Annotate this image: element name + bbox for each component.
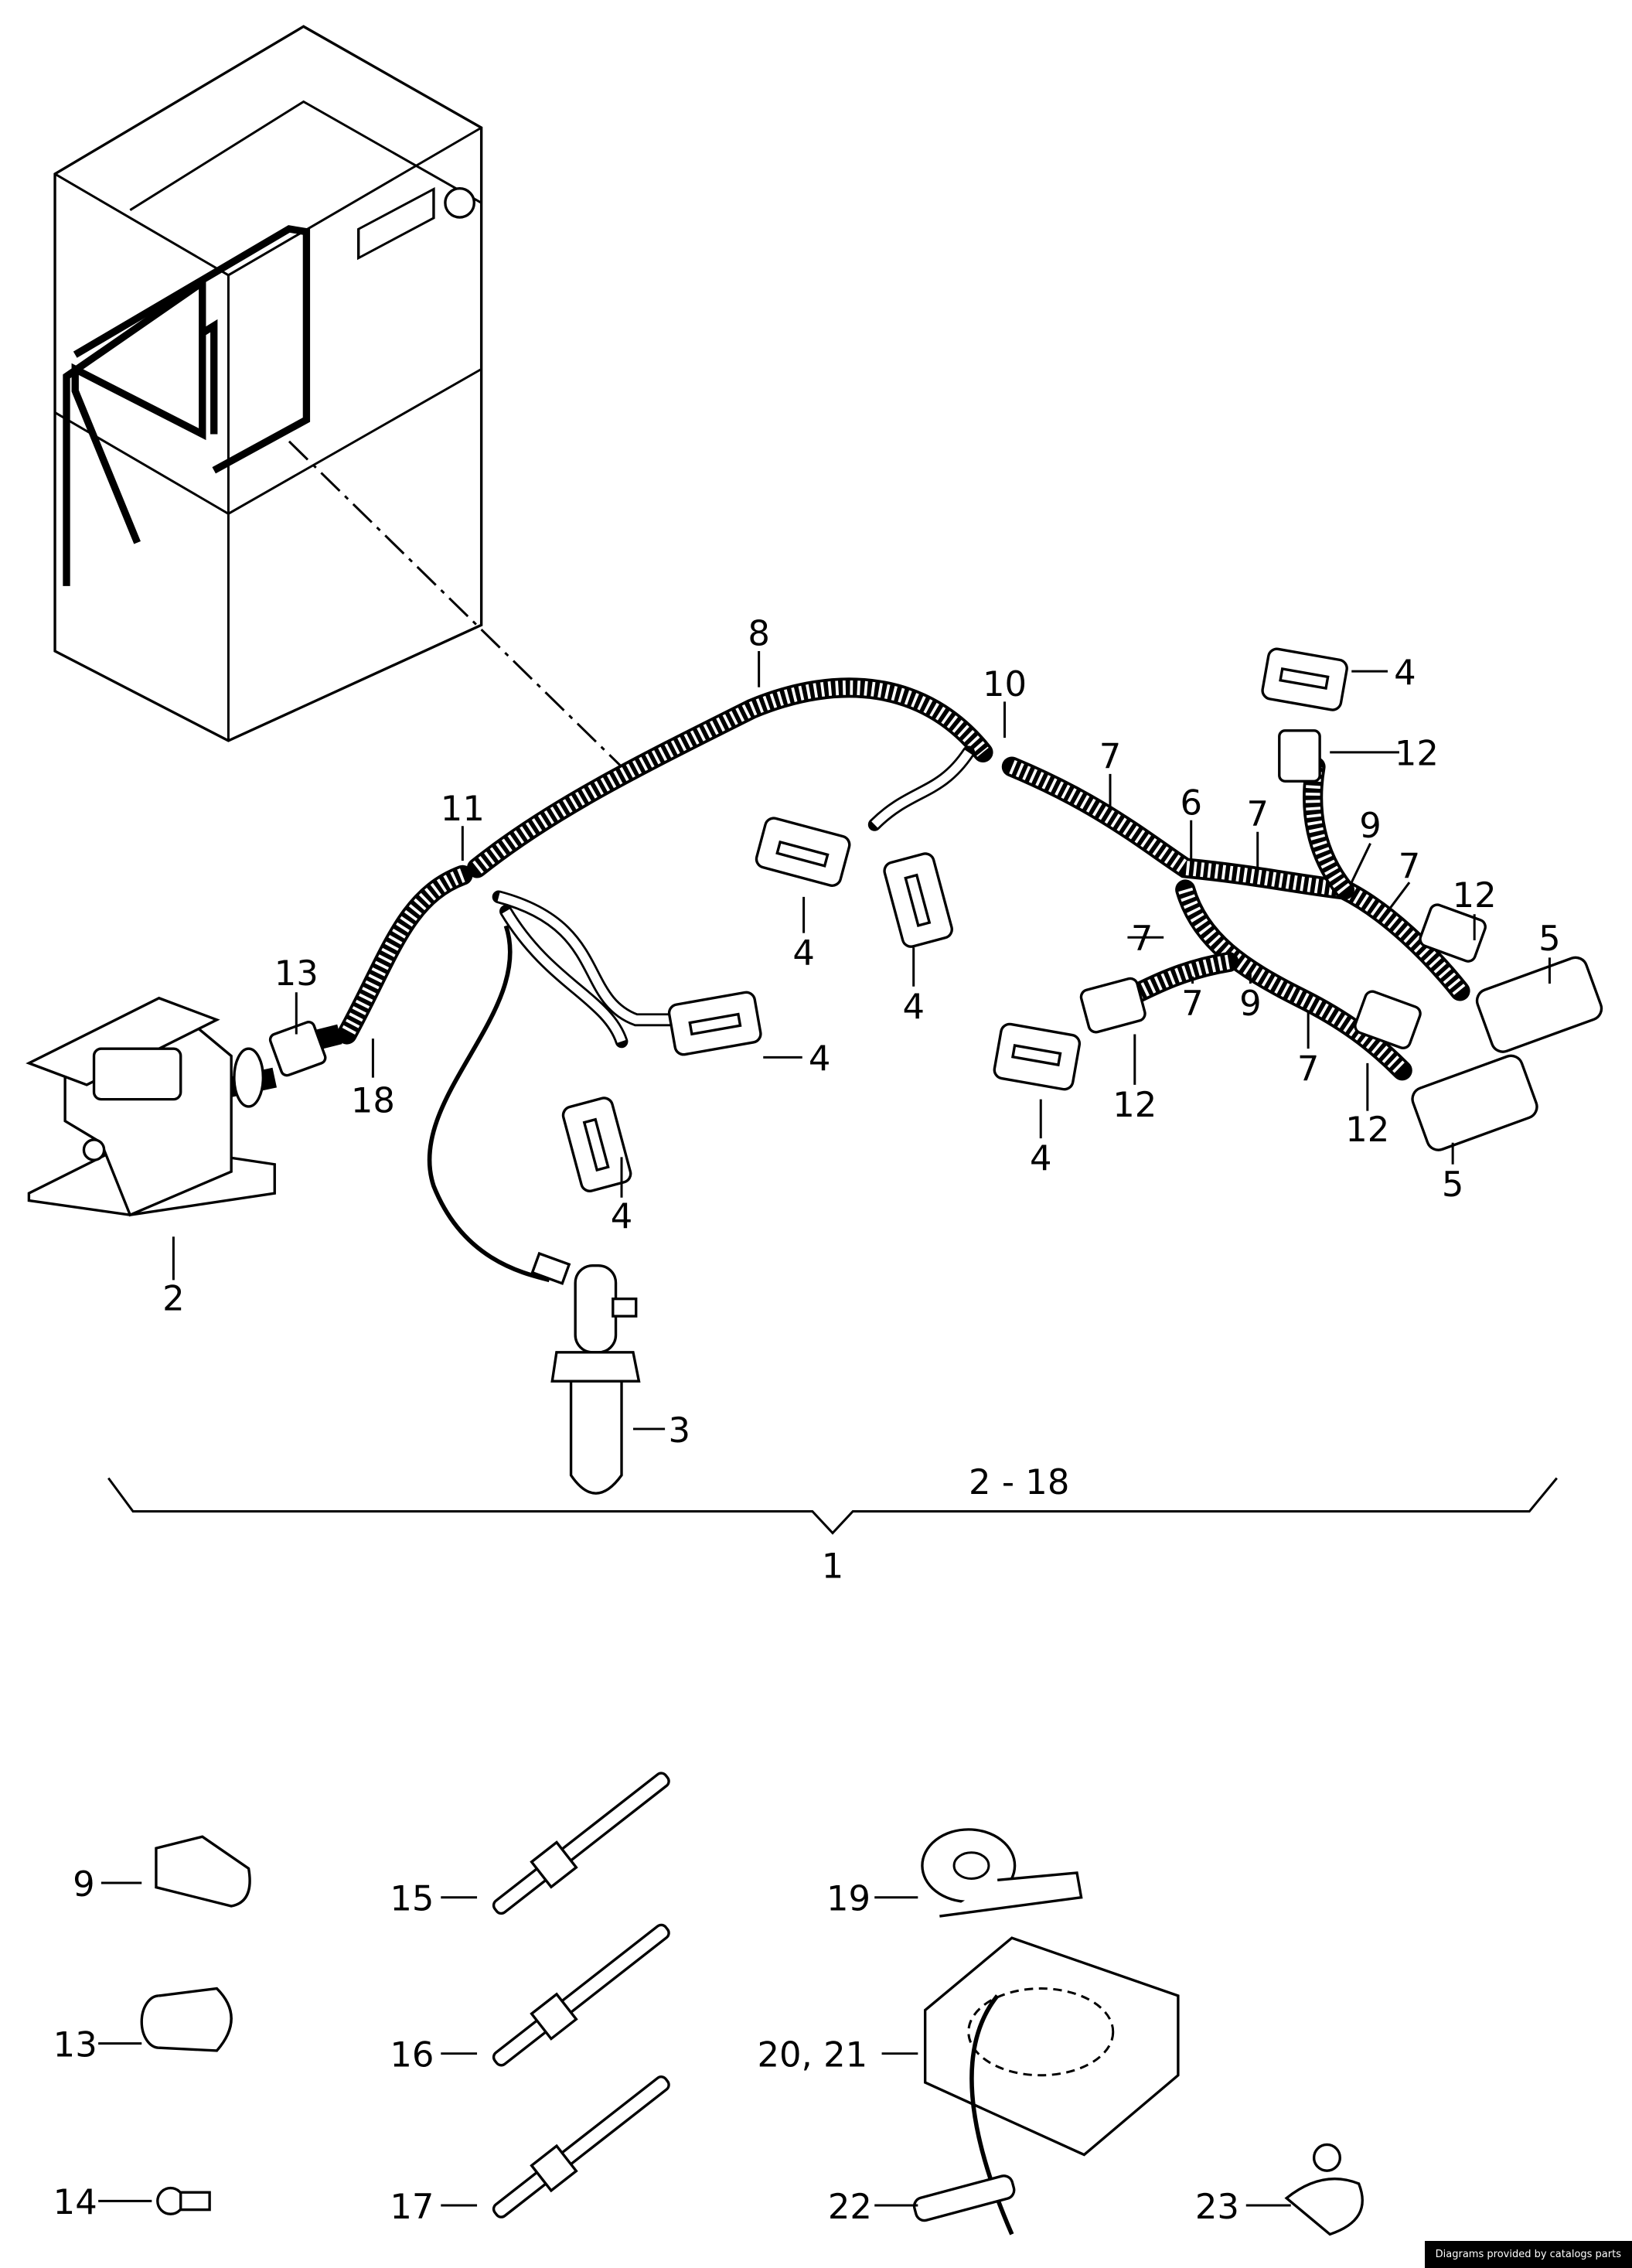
callout: 7 <box>1181 983 1204 1024</box>
callout: 7 <box>1131 918 1153 959</box>
callout: 14 <box>53 2181 97 2222</box>
callout: 3 <box>669 1410 691 1451</box>
assembly-brace <box>107 1477 1558 1535</box>
callout: 6 <box>1180 782 1202 823</box>
callout: 12 <box>1345 1109 1389 1150</box>
callout: 8 <box>748 613 770 654</box>
loose-parts <box>140 1772 1364 2236</box>
callout: 4 <box>1030 1137 1052 1178</box>
connectors <box>561 647 1603 1192</box>
callout: 7 <box>1246 793 1269 834</box>
control-unit <box>26 996 276 1217</box>
callout: 18 <box>351 1079 395 1120</box>
callout: 7 <box>1099 735 1122 776</box>
callout: 4 <box>809 1038 831 1079</box>
callout: 23 <box>1195 2186 1239 2227</box>
callout: 20, 21 <box>757 2034 867 2075</box>
callout: 13 <box>53 2024 97 2065</box>
callout: 4 <box>902 986 925 1027</box>
callout: 2 <box>162 1278 185 1319</box>
callout-labels: 8 10 7 6 7 9 7 4 12 11 13 18 2 4 4 4 4 7… <box>53 613 1561 2227</box>
assembly-label: 1 <box>822 1546 844 1587</box>
callout: 9 <box>1359 805 1382 846</box>
callout: 11 <box>441 788 485 829</box>
callout: 7 <box>1297 1048 1320 1089</box>
callout: 5 <box>1442 1164 1464 1205</box>
range-label: 2 - 18 <box>969 1461 1069 1502</box>
callout: 22 <box>828 2186 872 2227</box>
callout: 9 <box>1239 983 1262 1024</box>
callout: 17 <box>390 2186 434 2227</box>
callout: 4 <box>1394 652 1416 693</box>
callout: 10 <box>983 663 1027 704</box>
callout: 13 <box>274 953 319 994</box>
oxygen-sensor <box>530 1251 641 1495</box>
callout: 4 <box>792 933 815 974</box>
callout: 12 <box>1395 733 1439 774</box>
leader-lines <box>98 650 1551 2207</box>
wiring-harness <box>171 677 1470 1283</box>
callout: 15 <box>390 1878 434 1919</box>
callout: 19 <box>826 1878 871 1919</box>
callout: 16 <box>390 2034 434 2075</box>
callout: 5 <box>1538 918 1561 959</box>
callout: 9 <box>73 1864 95 1905</box>
callout: 7 <box>1399 846 1421 887</box>
callout: 12 <box>1112 1084 1157 1125</box>
callout: 12 <box>1453 875 1497 916</box>
credit-badge: Diagrams provided by catalogs parts <box>1424 2241 1632 2268</box>
cabinet-illustration <box>53 25 623 768</box>
callout: 4 <box>611 1195 633 1236</box>
